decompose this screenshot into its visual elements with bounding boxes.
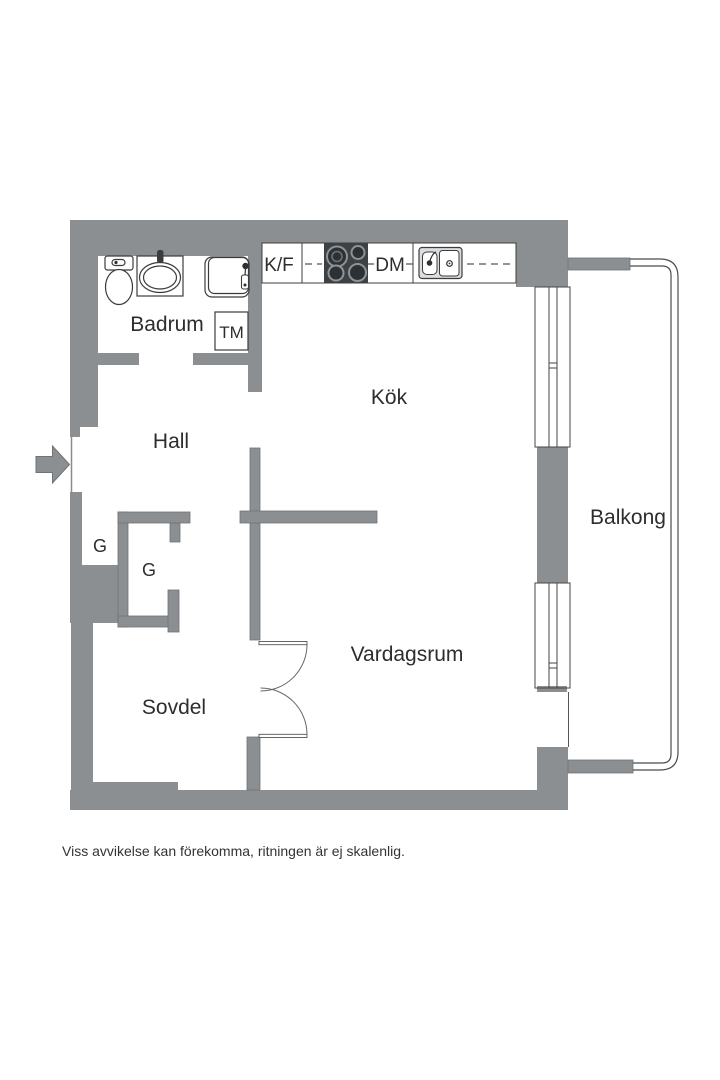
kitchen-sink-icon (418, 246, 463, 280)
disclaimer-text: Viss avvikelse kan förekomma, ritningen … (62, 843, 405, 859)
label-badrum: Badrum (130, 313, 204, 336)
label-dm: DM (375, 255, 405, 276)
wall-bathroom-kitchen-divider (248, 243, 262, 392)
window-sill (537, 686, 567, 692)
wall-sovdel-lip (93, 782, 178, 790)
window-icon-lower (534, 582, 571, 689)
wall-door-stub (246, 736, 261, 791)
balcony-stub-top (567, 257, 631, 271)
label-kf: K/F (264, 255, 294, 276)
kitchen-counter (261, 242, 517, 284)
washbasin-icon (136, 250, 184, 297)
label-balkong: Balkong (590, 506, 666, 529)
double-door-icon (258, 641, 308, 738)
wall-cross (239, 510, 378, 524)
wall-left-mid (70, 492, 82, 567)
wall-closet2-bottom-arm (117, 615, 171, 628)
shower-icon (204, 256, 250, 298)
label-sovdel: Sovdel (142, 696, 206, 719)
wall-bathroom-bottom-right (193, 353, 262, 365)
label-tm: TM (219, 323, 244, 342)
wall-bathroom-bottom-left (98, 353, 139, 365)
wall-top (70, 220, 568, 243)
wall-right-lower (537, 747, 568, 790)
window-icon-upper (534, 286, 571, 448)
toilet-icon (104, 255, 134, 306)
label-closet-2: G (142, 560, 156, 580)
wall-left-upper (70, 220, 98, 427)
wall-closet2-top-stub (169, 522, 181, 543)
label-closet-1: G (93, 536, 107, 556)
washing-machine (214, 311, 249, 351)
balcony-stub-bottom (567, 759, 634, 774)
wall-bathroom-top (70, 243, 262, 256)
wall-bottom (70, 790, 568, 810)
stove-icon (324, 243, 368, 283)
wall-left-lower (71, 623, 93, 790)
wall-right-corner (516, 243, 568, 287)
wall-entry-jamb (70, 427, 80, 437)
wall-closet2-bottom-stub (167, 589, 180, 633)
label-vardagsrum: Vardagsrum (351, 643, 464, 666)
wall-central (249, 447, 261, 641)
wall-closet2-left (117, 511, 129, 628)
wall-closet2-top-arm (117, 511, 191, 524)
wall-right-mid (537, 447, 568, 583)
entrance-arrow-icon (35, 444, 71, 485)
balcony-railing-icon (630, 258, 679, 771)
walls (70, 220, 634, 810)
label-kok: Kök (371, 386, 408, 409)
wall-closet1-block (70, 565, 118, 623)
label-hall: Hall (153, 430, 189, 453)
